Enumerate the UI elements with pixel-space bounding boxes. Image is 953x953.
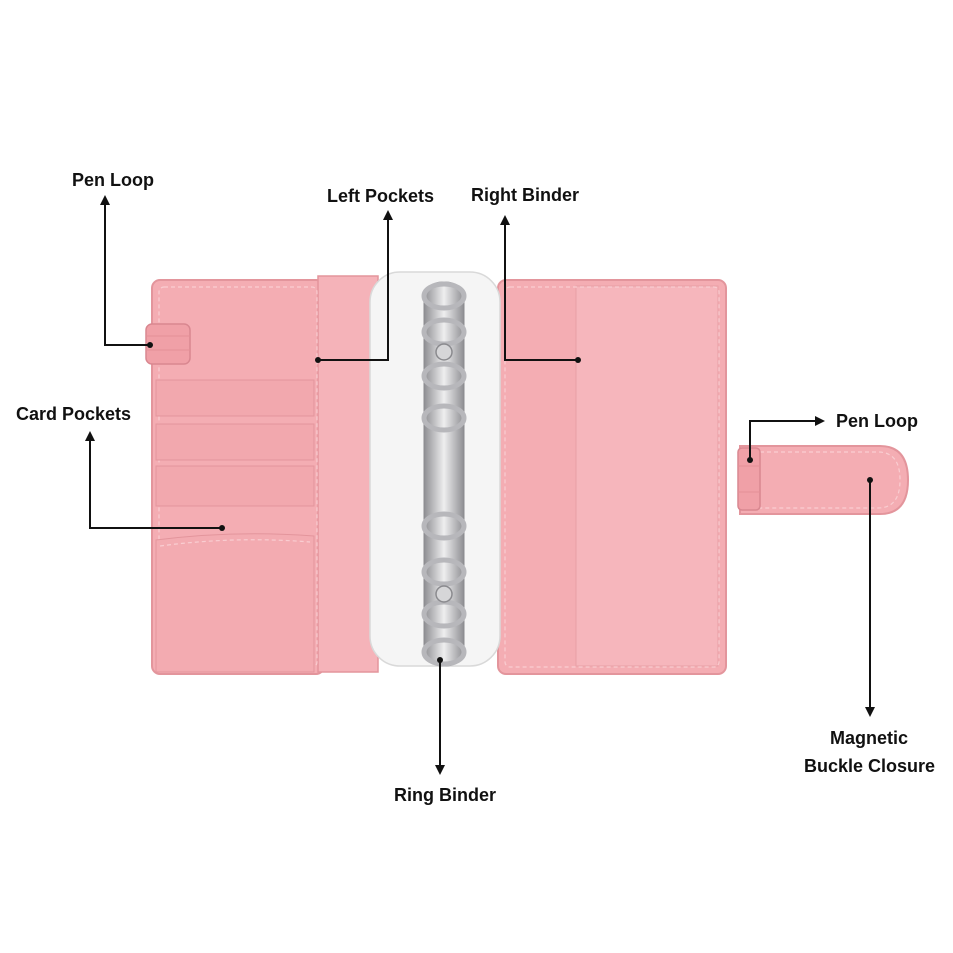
pen-loop-left-label: Pen Loop (72, 170, 154, 190)
right-cover-stitching (504, 286, 720, 668)
card-pocket-stitch (159, 539, 311, 547)
card-pocket-3 (155, 465, 315, 507)
pen-loop-left-arrow (100, 195, 150, 346)
pen-loop-right-arrow (749, 416, 825, 460)
magnetic-buckle-label-line2: Buckle Closure (804, 756, 936, 776)
right-inner-panel (575, 285, 719, 667)
card-pockets-arrow (85, 431, 222, 529)
left-inner-panel (317, 275, 379, 673)
pen-loop-right-label: Pen Loop (836, 411, 918, 431)
left-pockets-label: Left Pockets (327, 186, 435, 206)
card-pockets-label: Card Pockets (16, 404, 132, 424)
left-cover-stitching (158, 286, 318, 668)
card-pocket-2 (155, 423, 315, 461)
closure-flap (739, 445, 910, 515)
magnetic-buckle-label-line1: Magnetic (830, 728, 909, 748)
rings (421, 281, 467, 667)
card-pocket-large (155, 533, 315, 673)
right-binder-label: Right Binder (471, 185, 579, 205)
right-binder-arrow (500, 215, 578, 361)
annotations (85, 195, 875, 775)
card-pocket-1 (155, 379, 315, 417)
ring-binder-label: Ring Binder (394, 785, 496, 805)
left-pockets-arrow (318, 210, 393, 361)
